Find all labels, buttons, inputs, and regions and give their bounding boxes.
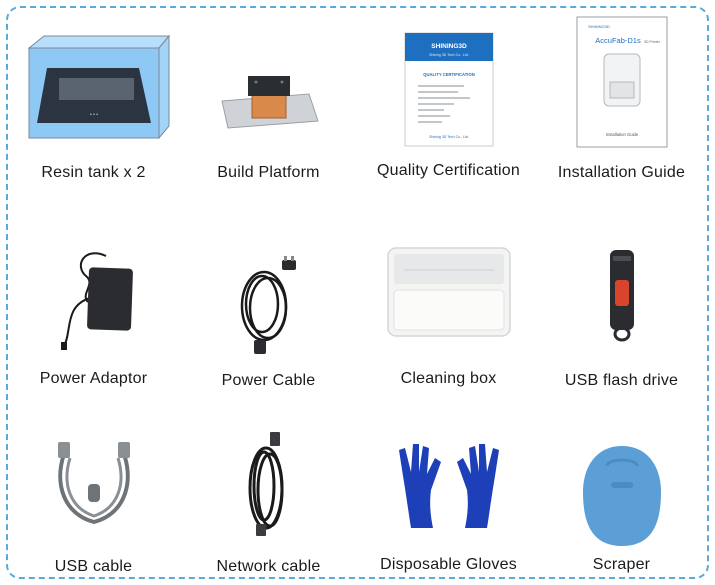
quality-certification-label: Quality Certification bbox=[377, 162, 520, 179]
item-disposable-gloves: Disposable Gloves bbox=[361, 396, 536, 576]
cert-footer-company: Shining 3D Tech Co., Ltd. bbox=[429, 135, 469, 139]
power-cable-image bbox=[181, 256, 356, 356]
usb-flash-drive-image bbox=[534, 248, 709, 343]
item-usb-flash-drive: USB flash drive bbox=[534, 196, 709, 389]
power-adaptor-image bbox=[6, 246, 181, 351]
usb-cable-image bbox=[6, 434, 181, 534]
resin-tank-image: • • • bbox=[6, 28, 181, 143]
item-build-platform: Build Platform bbox=[181, 6, 356, 196]
item-scraper: Scraper bbox=[534, 396, 709, 576]
network-cable-image bbox=[181, 428, 356, 538]
guide-brand: SHINING3D bbox=[588, 24, 610, 29]
disposable-gloves-label: Disposable Gloves bbox=[380, 556, 517, 573]
power-adaptor-label: Power Adaptor bbox=[39, 370, 148, 387]
item-cleaning-box: Cleaning box bbox=[361, 196, 536, 387]
item-power-cable: Power Cable bbox=[181, 196, 356, 389]
build-platform-image bbox=[181, 66, 356, 136]
guide-product: AccuFab-D1s bbox=[595, 36, 641, 45]
cert-heading: QUALITY CERTIFICATION bbox=[423, 72, 475, 77]
item-quality-certification: SHINING3D Shining 3D Tech Co., Ltd. QUAL… bbox=[361, 6, 536, 196]
installation-guide-label: Installation Guide bbox=[557, 164, 686, 181]
build-platform-label: Build Platform bbox=[217, 164, 320, 181]
power-cable-label: Power Cable bbox=[221, 372, 316, 389]
quality-certification-image: SHINING3D Shining 3D Tech Co., Ltd. QUAL… bbox=[361, 32, 536, 147]
scraper-label: Scraper bbox=[592, 556, 651, 573]
network-cable-label: Network cable bbox=[216, 558, 321, 575]
resin-tank-label: Resin tank x 2 bbox=[41, 164, 146, 181]
cleaning-box-image bbox=[361, 244, 536, 339]
item-power-adaptor: Power Adaptor bbox=[6, 196, 181, 387]
usb-flash-drive-label: USB flash drive bbox=[564, 372, 679, 389]
item-installation-guide: SHINING3D AccuFab-D1s 3D Printer Install… bbox=[534, 6, 709, 196]
scraper-image bbox=[534, 442, 709, 552]
cleaning-box-label: Cleaning box bbox=[400, 370, 497, 387]
guide-footer: Installation Guide bbox=[605, 132, 638, 137]
guide-subtitle: 3D Printer bbox=[644, 40, 661, 44]
item-usb-cable: USB cable bbox=[6, 396, 181, 576]
item-resin-tank: • • • Resin tank x 2 bbox=[6, 6, 181, 196]
installation-guide-image: SHINING3D AccuFab-D1s 3D Printer Install… bbox=[534, 16, 709, 148]
cert-brand: SHINING3D bbox=[431, 43, 467, 50]
item-network-cable: Network cable bbox=[181, 396, 356, 576]
packing-list-frame bbox=[6, 6, 709, 579]
disposable-gloves-image bbox=[361, 436, 536, 531]
svg-text:• • •: • • • bbox=[89, 112, 97, 118]
usb-cable-label: USB cable bbox=[54, 558, 133, 575]
packing-list-grid: • • • Resin tank x 2 Build Platform SHIN… bbox=[6, 6, 709, 579]
cert-company: Shining 3D Tech Co., Ltd. bbox=[429, 53, 469, 57]
